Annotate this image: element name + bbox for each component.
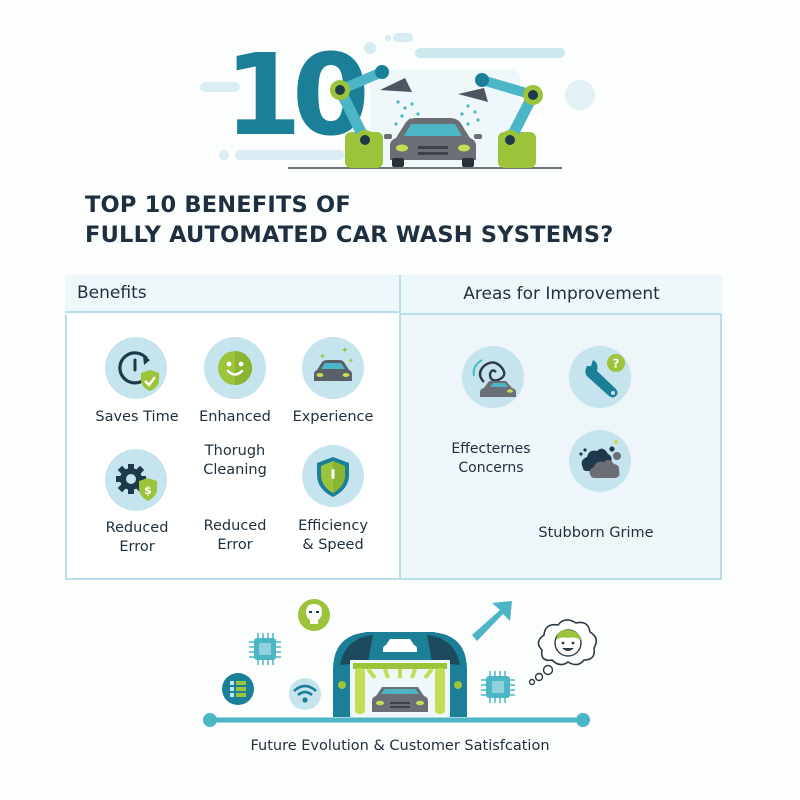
clock-shield-check-icon (105, 337, 167, 399)
benefit-label-thorough-cleaning: Thorugh Cleaning (203, 443, 267, 478)
svg-text:✦: ✦ (341, 346, 349, 356)
comparison-panel: Benefits Areas for Improvement (65, 275, 722, 580)
svg-text:✦: ✦ (348, 357, 354, 365)
chip-icon (249, 633, 281, 665)
wifi-icon (289, 678, 321, 710)
svg-text:$: $ (144, 484, 152, 497)
car-wash-gate-icon (333, 632, 467, 717)
title-line-1: TOP 10 BENEFITS OF (85, 192, 351, 218)
bottom-caption: Future Evolution & Customer Satisfcation (250, 738, 550, 754)
improvement-label-effectiveness-concerns: Effecternes Concerns (451, 441, 531, 476)
benefit-label-saves-time: Saves Time (95, 409, 179, 425)
sparkling-car-icon: ✦✦✦ (302, 337, 364, 399)
chip-icon (481, 671, 515, 703)
benefit-label-enhanced: Enhanced (199, 409, 271, 425)
robot-arms-car-icon (330, 65, 543, 168)
improvements-column: ? Effecternes Concerns Stubborn Grime (401, 315, 722, 580)
title-line-2: FULLY AUTOMATED CAR WASH SYSTEMS? (85, 222, 614, 248)
hero-illustration: 10 (200, 30, 600, 180)
benefit-label-experience: Experience (292, 409, 374, 425)
lightbulb-icon (298, 599, 330, 631)
page-title: TOP 10 BENEFITS OF FULLY AUTOMATED CAR W… (85, 190, 614, 250)
grime-cloud-icon (569, 430, 631, 492)
wrench-question-icon: ? (569, 346, 631, 408)
swirl-car-icon (462, 346, 524, 408)
future-evolution-illustration (203, 599, 598, 727)
benefits-heading: Benefits (65, 275, 399, 313)
improvements-heading: Areas for Improvement (401, 275, 722, 315)
benefit-label-reduced-error-1: Reduced Error (105, 520, 169, 555)
improvement-label-stubborn-grime: Stubborn Grime (538, 525, 654, 541)
list-icon (222, 673, 254, 705)
happy-customer-thought-icon (528, 619, 598, 686)
smiley-face-icon (204, 337, 266, 399)
gear-dollar-shield-icon: $ (105, 449, 167, 511)
benefit-label-reduced-error-2: Reduced Error (203, 518, 267, 553)
shield-icon (302, 445, 364, 507)
svg-text:?: ? (613, 357, 620, 371)
column-divider (399, 275, 401, 580)
svg-text:✦: ✦ (319, 352, 326, 361)
benefits-column: ✦✦✦ Saves Time Enhanced Experience Thoru… (65, 315, 399, 580)
benefit-label-efficiency-speed: Efficiency & Speed (298, 518, 368, 553)
growth-arrow-icon (472, 601, 512, 641)
